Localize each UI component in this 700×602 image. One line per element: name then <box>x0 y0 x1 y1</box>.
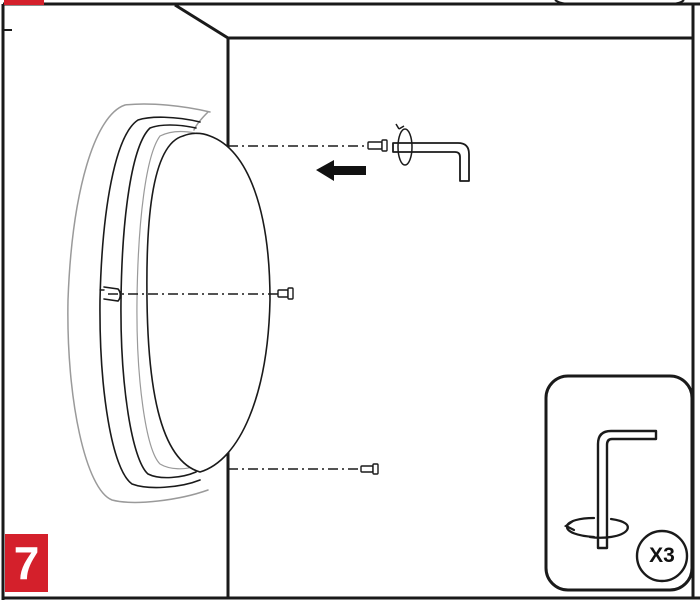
quantity-badge <box>635 529 689 583</box>
screw-top <box>367 139 388 152</box>
top-right-box-fragment <box>554 0 685 5</box>
tool-box <box>544 374 694 592</box>
arrow-left-icon <box>316 160 366 181</box>
round-light-fixture-icon <box>67 103 271 504</box>
screw-middle <box>277 287 294 300</box>
quantity-label: X3 <box>649 544 675 567</box>
step-number: 7 <box>13 537 40 589</box>
red-corner-fragment <box>4 0 44 5</box>
alignment-lines <box>108 145 372 470</box>
screw-icon <box>277 139 388 475</box>
hex-key-icon <box>392 142 470 182</box>
rotate-arrow-icon <box>395 123 413 166</box>
screw-bottom <box>360 463 379 475</box>
hex-key-icon <box>596 429 658 550</box>
rotate-arrow-icon <box>563 516 629 539</box>
step-badge-background <box>5 534 48 592</box>
